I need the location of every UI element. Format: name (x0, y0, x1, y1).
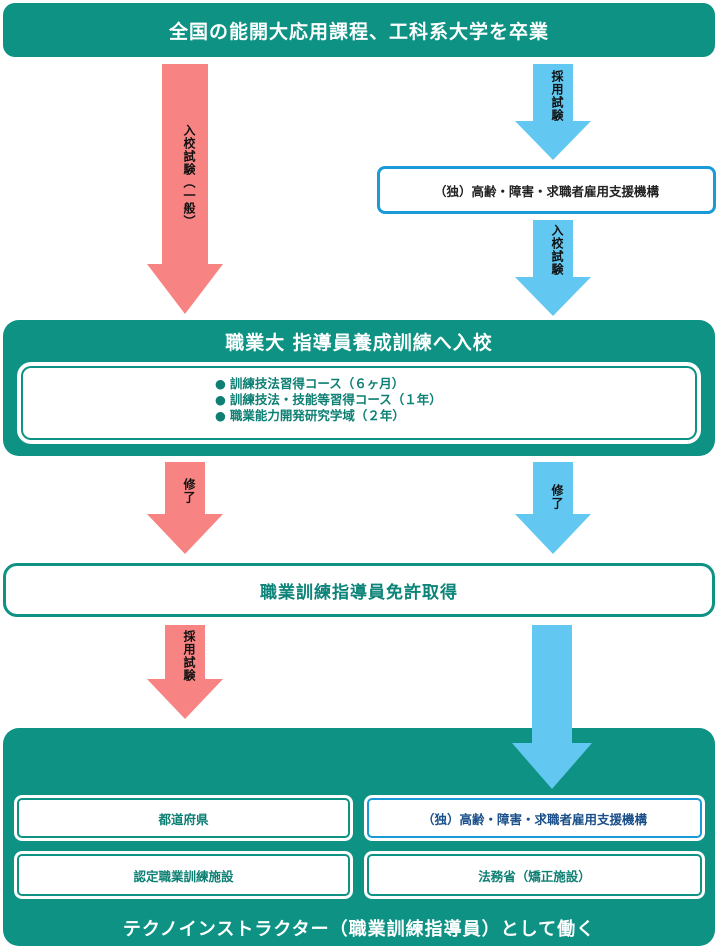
label-employment-exam-right: 採用試験 (550, 70, 564, 122)
course-list: 訓練技法習得コース（６ヶ月） 訓練技法・技能等習得コース（１年） 職業能力開発研… (215, 376, 442, 424)
employer-label: 認定職業訓練施設 (133, 868, 234, 884)
course-item: 職業能力開発研究学域（２年） (215, 408, 442, 424)
arrow-to-jeed-employment (512, 625, 592, 789)
employer-jeed: （独）高齢・障害・求職者雇用支援機構 (362, 793, 707, 843)
label-entrance-right: 入校試験 (550, 224, 564, 276)
employment-block: 都道府県 （独）高齢・障害・求職者雇用支援機構 認定職業訓練施設 法務省（矯正施… (3, 728, 715, 946)
course-item: 訓練技法・技能等習得コース（１年） (215, 392, 442, 408)
label-complete-right: 修了 (550, 484, 564, 510)
course-item: 訓練技法習得コース（６ヶ月） (215, 376, 442, 392)
arrow-employment-exam-right (515, 64, 591, 160)
arrow-complete-left (147, 462, 223, 554)
training-school-block: 職業大 指導員養成訓練へ入校 訓練技法習得コース（６ヶ月） 訓練技法・技能等習得… (3, 320, 715, 456)
training-school-title: 職業大 指導員養成訓練へ入校 (225, 332, 493, 354)
arrow-entrance-general (147, 64, 223, 314)
label-entrance-general: 入校試験（一般） (182, 124, 196, 228)
org-box-jeed: （独）高齢・障害・求職者雇用支援機構 (377, 166, 716, 214)
course-list-box: 訓練技法習得コース（６ヶ月） 訓練技法・技能等習得コース（１年） 職業能力開発研… (15, 360, 703, 446)
employer-label: （独）高齢・障害・求職者雇用支援機構 (421, 811, 647, 827)
label-employment-exam-left: 採用試験 (182, 630, 196, 682)
employer-label: 法務省（矯正施設） (478, 868, 591, 884)
license-box: 職業訓練指導員免許取得 (3, 563, 715, 617)
license-label: 職業訓練指導員免許取得 (260, 582, 458, 603)
header-banner: 全国の能開大応用課程、工科系大学を卒業 (3, 3, 715, 57)
header-title: 全国の能開大応用課程、工科系大学を卒業 (168, 20, 549, 43)
employment-footer-title: テクノインストラクター（職業訓練指導員）として働く (122, 919, 596, 940)
org-box-label: （独）高齢・障害・求職者雇用支援機構 (433, 183, 659, 199)
arrow-employment-exam-left (147, 625, 223, 719)
arrow-entrance-right (515, 220, 591, 316)
employer-certified-facility: 認定職業訓練施設 (12, 849, 355, 901)
employer-ministry-justice: 法務省（矯正施設） (362, 849, 707, 901)
employer-prefecture: 都道府県 (12, 793, 355, 843)
label-complete-left: 修了 (182, 478, 196, 504)
arrow-complete-right (515, 462, 591, 554)
employer-label: 都道府県 (158, 811, 209, 827)
